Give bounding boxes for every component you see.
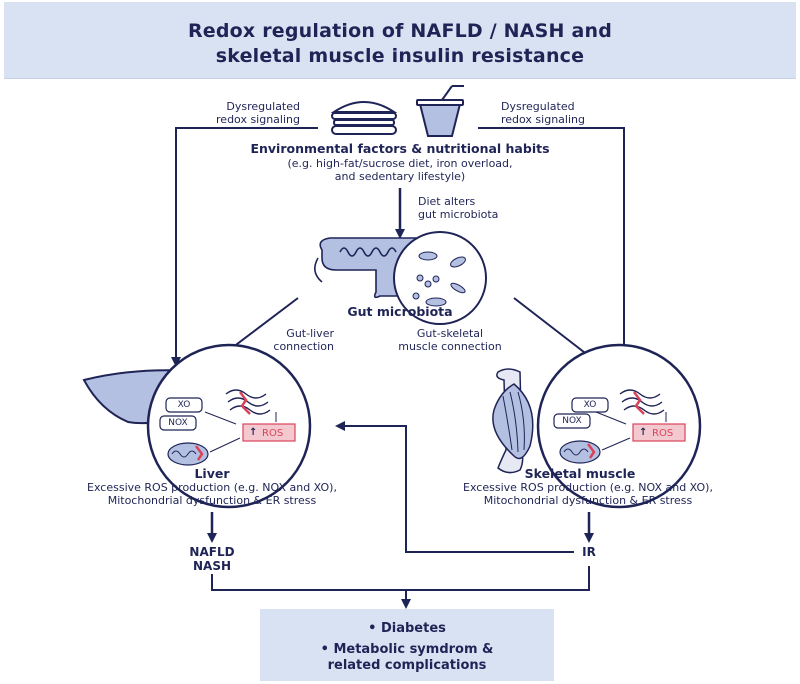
gut-liver-label-2: connection	[273, 340, 334, 353]
muscle-line-2: Mitochondrial dysfunction & ER stress	[483, 494, 693, 507]
liver-ros-label: ROS	[262, 428, 284, 439]
muscle-xo-label: XO	[583, 400, 597, 410]
liver-heading: Liver	[194, 466, 230, 481]
result-diabetes: • Diabetes	[368, 621, 446, 636]
ir-to-liver-arrow	[335, 421, 574, 553]
diet-label-1: Diet alters	[418, 195, 476, 208]
nafld-label: NAFLD	[189, 545, 235, 559]
left-redox-label-2: redox signaling	[216, 113, 300, 126]
nash-converge-line	[211, 574, 406, 591]
skeletal-muscle-icon	[492, 368, 534, 474]
title-banner: Redox regulation of NAFLD / NASH and ske…	[4, 2, 796, 79]
liver-xo-label: XO	[177, 400, 191, 410]
nash-label: NASH	[192, 559, 231, 573]
microbiota-circle	[393, 231, 487, 325]
liver-nox-label: NOX	[168, 418, 188, 428]
ir-converge-line	[406, 566, 590, 591]
result-metabolic-1: • Metabolic symdrom &	[320, 642, 494, 657]
gut-muscle-label-1: Gut-skeletal	[416, 327, 484, 340]
muscle-cell	[536, 343, 702, 509]
result-metabolic-2: related complications	[327, 658, 487, 673]
left-redox-arrow	[171, 127, 318, 367]
env-line-2: and sedentary lifestyle)	[334, 170, 466, 183]
result-box: • Diabetes • Metabolic symdrom & related…	[260, 609, 554, 681]
title-line-2: skeletal muscle insulin resistance	[215, 45, 585, 67]
right-redox-arrow	[478, 127, 629, 367]
liver-line-1: Excessive ROS production (e.g. NOX and X…	[87, 481, 337, 494]
right-redox-label-2: redox signaling	[501, 113, 585, 126]
diet-label-2: gut microbiota	[418, 208, 499, 221]
muscle-nox-label: NOX	[562, 416, 582, 426]
gut-liver-label-1: Gut-liver	[286, 327, 334, 340]
muscle-ros-label: ROS	[652, 428, 674, 439]
gut-muscle-label-2: muscle connection	[398, 340, 502, 353]
muscle-up-arrow-icon: ↑	[639, 427, 648, 438]
env-line-1: (e.g. high-fat/sucrose diet, iron overlo…	[287, 157, 513, 170]
drink-cup-icon	[416, 85, 464, 137]
right-redox-label-1: Dysregulated	[501, 100, 575, 113]
burger-icon	[330, 101, 398, 135]
gut-microbiota-label: Gut microbiota	[347, 304, 453, 319]
muscle-line-1: Excessive ROS production (e.g. NOX and X…	[463, 481, 713, 494]
left-redox-label-1: Dysregulated	[226, 100, 300, 113]
title-line-1: Redox regulation of NAFLD / NASH and	[187, 20, 613, 42]
muscle-heading: Skeletal muscle	[524, 466, 636, 481]
liver-cell	[146, 343, 312, 509]
env-heading: Environmental factors & nutritional habi…	[250, 141, 550, 156]
liver-up-arrow-icon: ↑	[249, 427, 258, 438]
ir-label: IR	[582, 545, 596, 559]
liver-line-2: Mitochondrial dysfunction & ER stress	[107, 494, 317, 507]
